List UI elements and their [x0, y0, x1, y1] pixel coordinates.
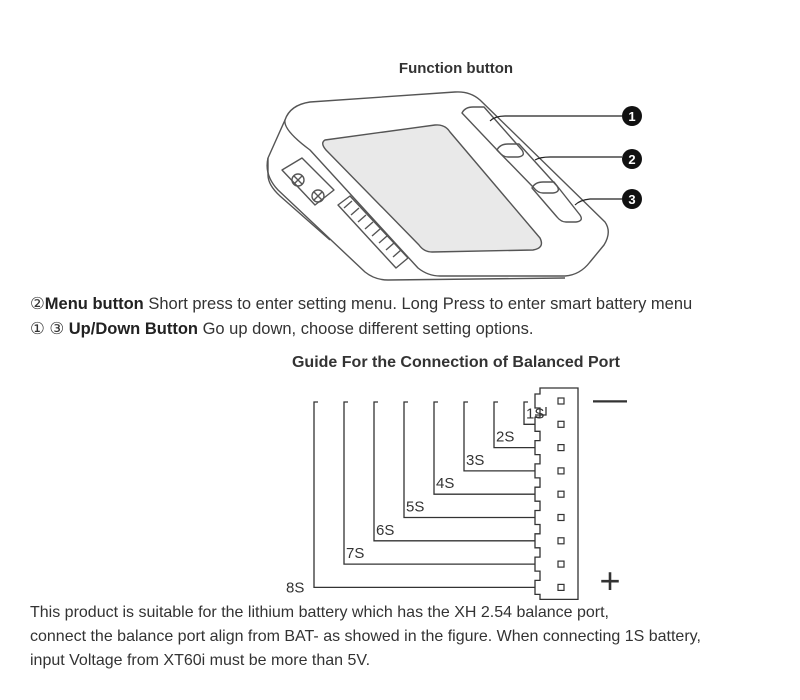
- xt60-port: [281, 157, 335, 206]
- connector-pin: [557, 420, 565, 428]
- function-button-title: Function button: [398, 60, 514, 77]
- connector-housing: [534, 387, 579, 601]
- cell-label-2s: 2S: [496, 429, 514, 446]
- button-2: [496, 143, 560, 194]
- callout-markers: 1 2 3: [622, 106, 642, 209]
- bottom-line-2: connect the balance port align from BAT-…: [30, 628, 701, 645]
- cell-label-5s: 5S: [406, 499, 424, 516]
- cell-label-7s: 7S: [346, 545, 364, 562]
- button-3: [531, 181, 583, 223]
- callout-line-3: [574, 198, 622, 206]
- connector-pin: [557, 560, 565, 568]
- cell-label-8s: 8S: [286, 579, 304, 596]
- updown-text: Go up down, choose different setting opt…: [197, 320, 534, 338]
- wire-6s: [373, 401, 535, 542]
- callout-line-1: [489, 115, 622, 122]
- menu-marker: ②: [30, 295, 45, 313]
- bottom-line-3: input Voltage from XT60i must be more th…: [30, 652, 371, 669]
- connector-pin: [557, 513, 565, 522]
- connector-pin: [557, 397, 565, 405]
- bottom-description: This product is suitable for the lithium…: [30, 601, 701, 673]
- callout-number-3: 3: [628, 192, 635, 207]
- balance-port: [337, 195, 409, 269]
- updown-button-description: ① ③ Up/Down Button Go up down, choose di…: [30, 319, 533, 339]
- cell-label-3s: 3S: [466, 452, 484, 469]
- callout-number-1: 1: [628, 109, 635, 124]
- device-side-face: [266, 119, 566, 281]
- wire-1s-bracket: [535, 407, 547, 416]
- wire-3s: [463, 401, 535, 472]
- callout-marker-1: [622, 106, 642, 126]
- connector-pin: [557, 490, 565, 498]
- cell-label-6s: 6S: [376, 522, 394, 539]
- guide-title: Guide For the Connection of Balanced Por…: [291, 354, 620, 371]
- wire-7s: [343, 401, 535, 565]
- cell-label-4s: 4S: [436, 475, 454, 492]
- wire-1s: [523, 401, 535, 425]
- wire-2s: [493, 401, 535, 449]
- callout-marker-3: [622, 189, 642, 209]
- wire-4s: [433, 401, 535, 495]
- device-top-face: [284, 91, 609, 277]
- plus-sign: +: [599, 560, 620, 601]
- connector-pin: [557, 537, 565, 545]
- wire-8s: [313, 401, 535, 589]
- menu-label: Menu button: [44, 295, 144, 313]
- minus-sign: —: [593, 380, 627, 418]
- updown-label: Up/Down Button: [68, 320, 198, 338]
- callout-line-2: [534, 156, 622, 161]
- wire-5s: [403, 401, 535, 519]
- updown-marker: ① ③: [30, 320, 65, 338]
- device-screen: [322, 124, 543, 253]
- bottom-line-1: This product is suitable for the lithium…: [30, 604, 609, 621]
- menu-text: Short press to enter setting menu. Long …: [143, 295, 693, 313]
- connector-pin: [557, 583, 565, 592]
- callout-number-2: 2: [628, 152, 635, 167]
- menu-button-description: ②Menu button Short press to enter settin…: [30, 294, 692, 314]
- callout-marker-2: [622, 149, 642, 169]
- connector-pin: [557, 444, 565, 452]
- connector-pin: [557, 467, 565, 475]
